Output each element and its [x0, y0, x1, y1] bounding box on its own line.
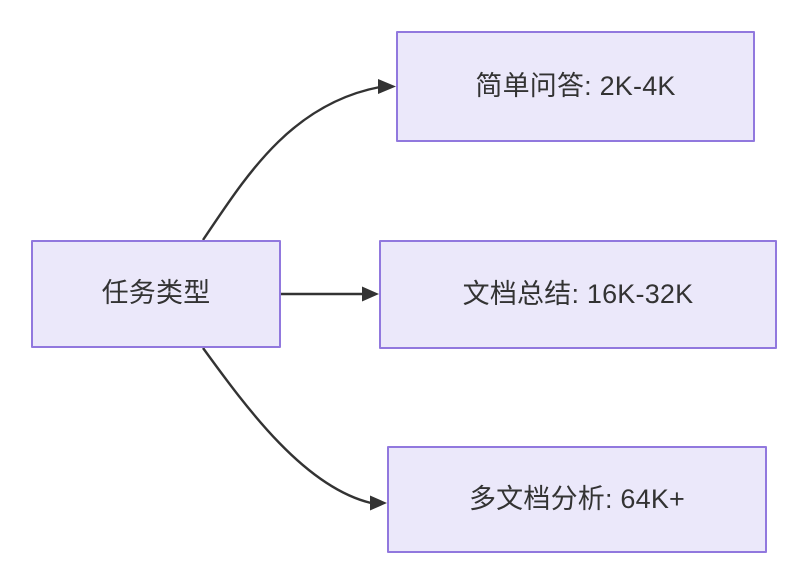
arrow-head-middle — [362, 286, 379, 302]
edge-path-bottom — [202, 347, 372, 505]
edge-task-type-to-multi-doc-analysis — [202, 347, 387, 511]
arrow-head-bottom — [370, 495, 387, 511]
node-simple-qa-label: 简单问答: 2K-4K — [475, 70, 676, 101]
node-task-type[interactable]: 任务类型 — [31, 240, 281, 348]
node-doc-summary-label: 文档总结: 16K-32K — [462, 278, 694, 309]
edge-task-type-to-simple-qa — [202, 79, 396, 241]
node-multi-doc-analysis[interactable]: 多文档分析: 64K+ — [387, 446, 767, 553]
edge-path-top — [202, 85, 381, 241]
node-doc-summary[interactable]: 文档总结: 16K-32K — [379, 240, 777, 349]
node-simple-qa[interactable]: 简单问答: 2K-4K — [396, 31, 755, 142]
node-task-type-label: 任务类型 — [101, 278, 211, 309]
edge-task-type-to-doc-summary — [281, 286, 379, 302]
arrow-head-top — [378, 79, 396, 94]
node-multi-doc-analysis-label: 多文档分析: 64K+ — [468, 483, 685, 514]
